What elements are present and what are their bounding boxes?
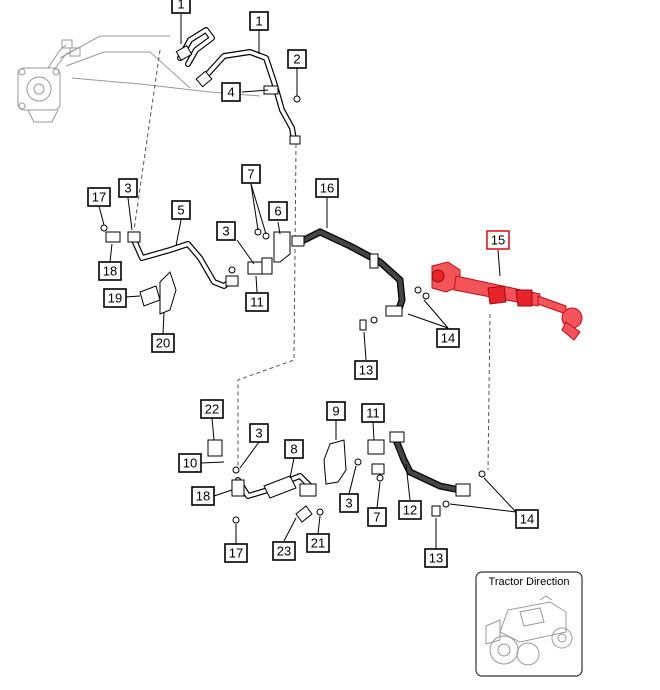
steering-cylinder-15: [431, 261, 583, 341]
callout-17a: 17: [87, 187, 111, 207]
callout-16: 16: [315, 178, 339, 198]
callout-1a: 1: [171, 0, 191, 14]
callout-18b: 18: [191, 486, 215, 506]
callout-22: 22: [200, 399, 224, 419]
callout-5: 5: [171, 200, 191, 220]
callout-3b: 3: [216, 221, 236, 241]
callout-10: 10: [178, 453, 202, 473]
callout-4: 4: [221, 82, 241, 102]
callout-2: 2: [287, 49, 307, 69]
tractor-direction-inset: Tractor Direction: [475, 571, 583, 677]
svg-text:7: 7: [373, 510, 380, 525]
svg-text:18: 18: [196, 489, 210, 504]
svg-text:12: 12: [403, 503, 417, 518]
svg-text:21: 21: [311, 536, 325, 551]
callout-21: 21: [306, 533, 330, 553]
svg-text:3: 3: [124, 181, 131, 196]
leader-lines: [98, 14, 517, 550]
svg-text:2: 2: [293, 52, 300, 67]
svg-text:17: 17: [229, 546, 243, 561]
svg-text:11: 11: [250, 295, 264, 310]
svg-text:15: 15: [491, 233, 505, 248]
callout-11b: 11: [361, 403, 385, 423]
callout-14a: 14: [436, 328, 460, 348]
callout-6: 6: [268, 201, 288, 221]
callout-18a: 18: [98, 261, 122, 281]
svg-text:13: 13: [359, 363, 373, 378]
svg-text:14: 14: [520, 512, 534, 527]
callout-9: 9: [326, 401, 346, 421]
callout-3d: 3: [339, 493, 359, 513]
svg-text:23: 23: [277, 544, 291, 559]
callout-13b: 13: [424, 548, 448, 568]
svg-text:3: 3: [345, 496, 352, 511]
svg-text:18: 18: [103, 264, 117, 279]
callout-11a: 11: [245, 292, 269, 312]
callout-3a: 3: [118, 178, 138, 198]
svg-text:17: 17: [92, 190, 106, 205]
tractor-icon: [485, 595, 573, 666]
inset-title: Tractor Direction: [489, 576, 570, 588]
hose-16: [291, 228, 430, 317]
svg-text:16: 16: [320, 181, 334, 196]
middle-fittings: [247, 228, 291, 275]
svg-text:9: 9: [332, 404, 339, 419]
svg-text:3: 3: [255, 426, 262, 441]
middle-left-tube: [100, 224, 239, 315]
callout-17b: 17: [224, 543, 248, 563]
callout-7b: 7: [367, 507, 387, 527]
callout-20: 20: [151, 333, 175, 353]
svg-text:1: 1: [177, 0, 184, 12]
callout-23: 23: [272, 541, 296, 561]
svg-text:7: 7: [247, 167, 254, 182]
callout-14b: 14: [515, 509, 539, 529]
callout-19: 19: [103, 288, 127, 308]
svg-text:11: 11: [366, 406, 380, 421]
lower-fittings: [323, 316, 486, 517]
svg-text:5: 5: [177, 203, 184, 218]
svg-text:8: 8: [290, 442, 297, 457]
callout-12: 12: [398, 500, 422, 520]
callout-3c: 3: [249, 423, 269, 443]
lower-tube-8: [207, 439, 324, 524]
callout-7a: 7: [241, 164, 261, 184]
callout-13a: 13: [354, 360, 378, 380]
svg-text:13: 13: [429, 551, 443, 566]
svg-text:3: 3: [222, 224, 229, 239]
svg-text:10: 10: [183, 456, 197, 471]
svg-text:20: 20: [156, 336, 170, 351]
svg-text:19: 19: [108, 291, 122, 306]
svg-text:14: 14: [441, 331, 455, 346]
svg-text:4: 4: [227, 85, 234, 100]
svg-text:22: 22: [205, 402, 219, 417]
svg-text:1: 1: [255, 14, 262, 29]
callout-8: 8: [284, 439, 304, 459]
callout-1b: 1: [249, 11, 269, 31]
callout-15: 15: [486, 230, 510, 250]
svg-text:6: 6: [274, 204, 281, 219]
